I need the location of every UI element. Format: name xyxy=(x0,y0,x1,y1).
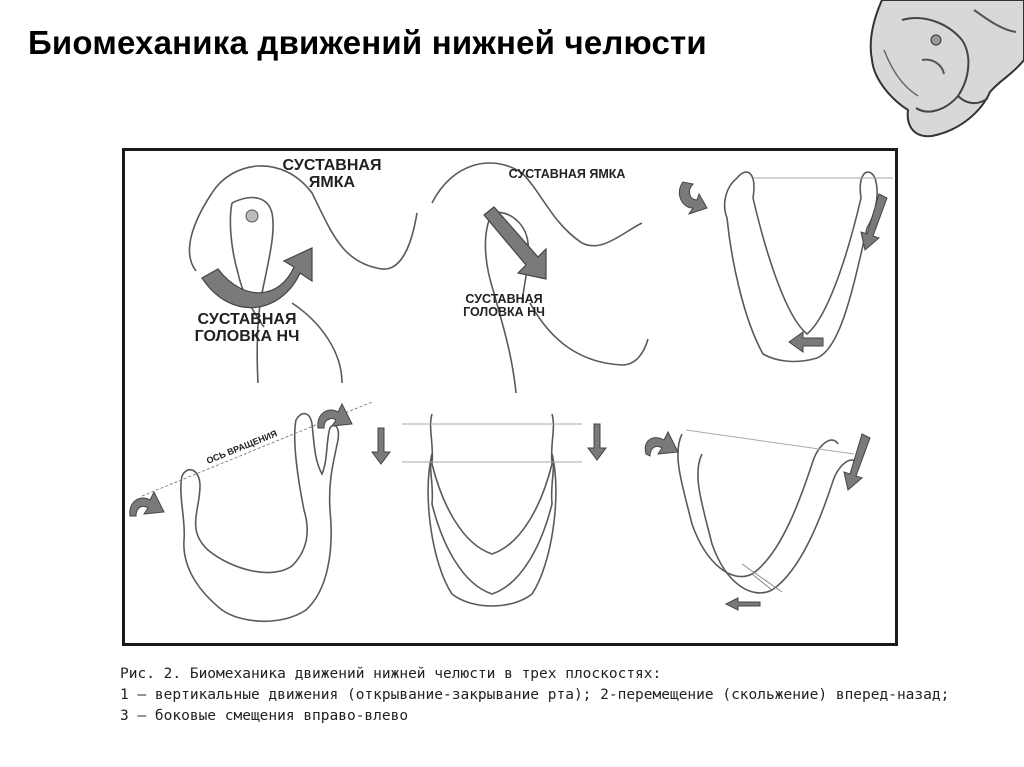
label-articular-fossa: СУСТАВНАЯ ЯМКА xyxy=(272,158,392,192)
panel-mandible-vertical xyxy=(372,404,622,634)
caption-line-1: Рис. 2. Биомеханика движений нижней челю… xyxy=(120,664,880,685)
panel-mandible-lateral xyxy=(642,414,882,614)
skull-image xyxy=(862,0,1024,140)
label-articular-head: СУСТАВНАЯ ГОЛОВКА НЧ xyxy=(177,312,317,346)
figure: СУСТАВНАЯ ЯМКА СУСТАВНАЯ ГОЛОВКА НЧ СУСТ… xyxy=(122,148,906,652)
label-articular-head-2: СУСТАВНАЯ ГОЛОВКА НЧ xyxy=(444,293,564,319)
label-articular-fossa-2: СУСТАВНАЯ ЯМКА xyxy=(507,168,627,181)
caption-line-2: 1 – вертикальные движения (открывание-за… xyxy=(120,685,880,706)
page-title: Биомеханика движений нижней челюсти xyxy=(28,24,707,62)
figure-caption: Рис. 2. Биомеханика движений нижней челю… xyxy=(120,664,880,727)
panel-mandible-sliding xyxy=(677,158,897,378)
caption-line-3: 3 – боковые смещения вправо-влево xyxy=(120,706,880,727)
panel-tmj-sliding xyxy=(422,153,662,393)
panel-mandible-rotation-axis xyxy=(122,400,382,640)
